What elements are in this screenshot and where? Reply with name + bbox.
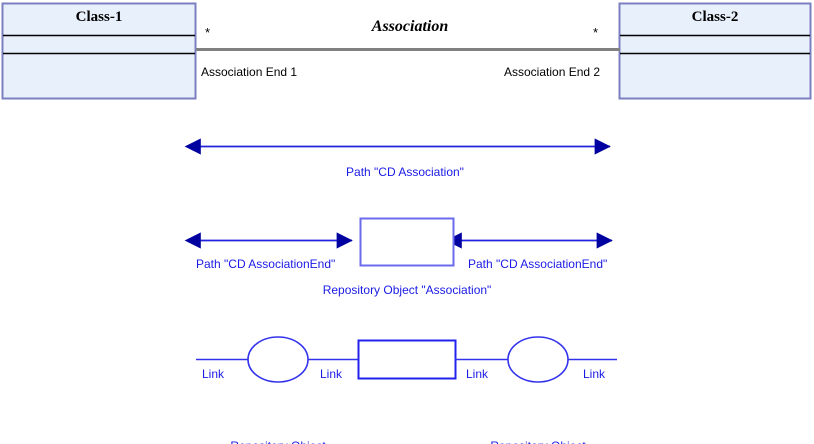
repository-object-association-end-1-caption: Repository Object "Association End 1" <box>198 409 358 444</box>
link-label-4: Link <box>583 367 606 381</box>
multiplicity-right: * <box>593 25 599 40</box>
repository-object-association-end-1-ellipse <box>247 336 309 383</box>
repository-object-association-rect-2 <box>357 339 457 380</box>
path-cd-associationend-right-label: Path "CD AssociationEnd" <box>468 257 608 271</box>
association-end-2-label: Association End 2 <box>504 65 601 79</box>
association-name: Association <box>371 18 449 35</box>
caption-line-1: Repository Object <box>198 439 358 444</box>
class-1-title: Class-1 <box>75 9 123 25</box>
link-label-1: Link <box>202 367 225 381</box>
caption-line-1: Repository Object <box>458 439 618 444</box>
class-box-1-shape <box>1 2 197 100</box>
class-box-2-shape <box>618 2 812 100</box>
repository-object-association-label: Repository Object "Association" <box>322 283 492 297</box>
path-cd-association-label: Path "CD Association" <box>346 165 464 179</box>
path-cd-associationend-left-label: Path "CD AssociationEnd" <box>196 257 336 271</box>
repository-object-association-rect <box>359 217 455 267</box>
class-2-title: Class-2 <box>691 9 739 25</box>
link-chain <box>196 336 617 383</box>
association-end-1-label: Association End 1 <box>201 65 298 79</box>
repository-object-association-end-2-ellipse <box>507 336 569 383</box>
link-label-2: Link <box>320 367 343 381</box>
multiplicity-left: * <box>205 25 211 40</box>
repository-object-association-end-2-caption: Repository Object "Association End 2" <box>458 409 618 444</box>
link-label-3: Link <box>466 367 489 381</box>
